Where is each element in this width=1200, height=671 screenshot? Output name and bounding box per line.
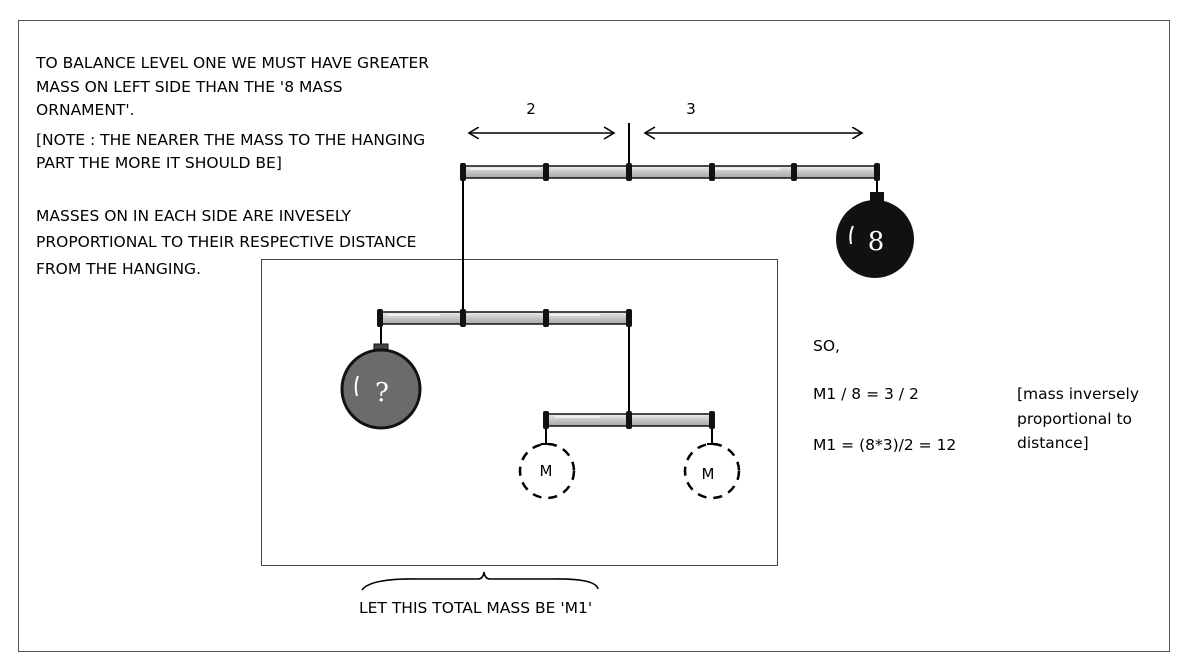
note-line: ORNAMENT'. [36,101,135,119]
caption-total-mass: LET THIS TOTAL MASS BE 'M1' [359,599,593,617]
middle-rod [377,309,632,327]
dimension-arrow-left [469,126,616,140]
lower-rod [543,411,715,429]
note-line: MASSES ON IN EACH SIDE ARE INVESELY [36,207,351,225]
dimension-arrow-right [643,126,862,140]
dimension-label-left: 2 [526,100,536,118]
small-weight-left-label: M [540,462,553,480]
solution-equation-2: M1 = (8*3)/2 = 12 [813,436,957,454]
weight-8-ball: 8 [836,192,914,278]
note-line: TO BALANCE LEVEL ONE WE MUST HAVE GREATE… [36,54,430,72]
caption-brace [361,571,599,591]
note-line: [NOTE : THE NEARER THE MASS TO THE HANGI… [36,131,426,149]
weight-8-label: 8 [868,227,885,257]
diagram-frame [18,20,1170,652]
solution-equation-1: M1 / 8 = 3 / 2 [813,385,919,403]
solution-note-line: distance] [1017,434,1089,452]
small-weight-left: M [518,429,576,500]
solution-note-line: [mass inversely [1017,385,1140,403]
subsystem-box [261,259,778,566]
note-line: PROPORTIONAL TO THEIR RESPECTIVE DISTANC… [36,233,417,251]
note-line: PART THE MORE IT SHOULD BE] [36,154,282,172]
small-weight-right-label: M [702,465,715,483]
small-weight-right: M [683,429,741,500]
dimension-label-right: 3 [686,100,696,118]
top-rod [460,163,880,181]
unknown-weight-label: ? [375,378,389,408]
solution-note-line: proportional to [1017,410,1133,428]
unknown-weight-ball: ? [340,343,422,430]
note-line: MASS ON LEFT SIDE THAN THE '8 MASS [36,78,343,96]
solution-so: SO, [813,337,840,355]
note-line: FROM THE HANGING. [36,260,201,278]
